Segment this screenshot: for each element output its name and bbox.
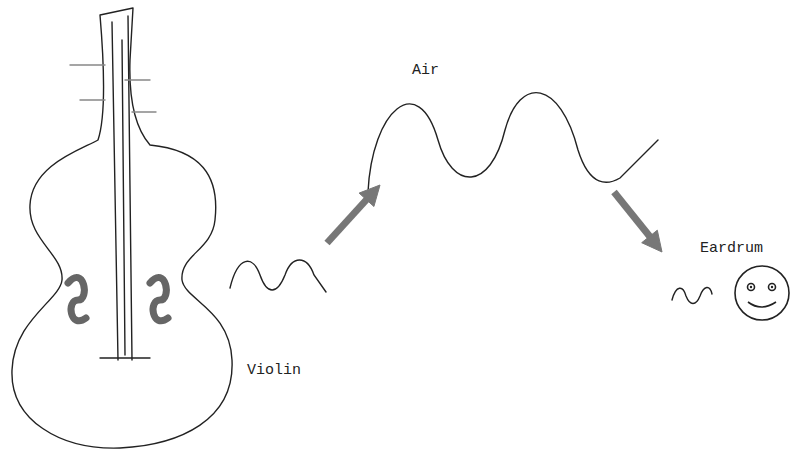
fingerboard — [112, 16, 132, 360]
face-pupil — [750, 286, 752, 288]
bridge — [100, 357, 150, 358]
sound-wave — [368, 93, 658, 192]
violin-outline — [12, 8, 232, 448]
arrow — [327, 198, 368, 243]
arrow — [614, 192, 651, 238]
face-eye — [769, 284, 776, 291]
arrow-head — [359, 185, 380, 207]
face-eye — [748, 284, 755, 291]
part-label: Violin — [247, 362, 301, 380]
tuning-peg — [70, 65, 156, 112]
face-smile — [748, 302, 776, 307]
part-label: Air — [412, 62, 439, 80]
listener-face — [735, 266, 789, 320]
sound-wave — [672, 287, 712, 303]
face-pupil — [771, 286, 773, 288]
f-hole — [68, 277, 86, 320]
sound-wave — [230, 260, 326, 292]
arrow-head — [642, 230, 662, 252]
part-label: Eardrum — [700, 240, 763, 258]
f-hole — [150, 277, 168, 320]
